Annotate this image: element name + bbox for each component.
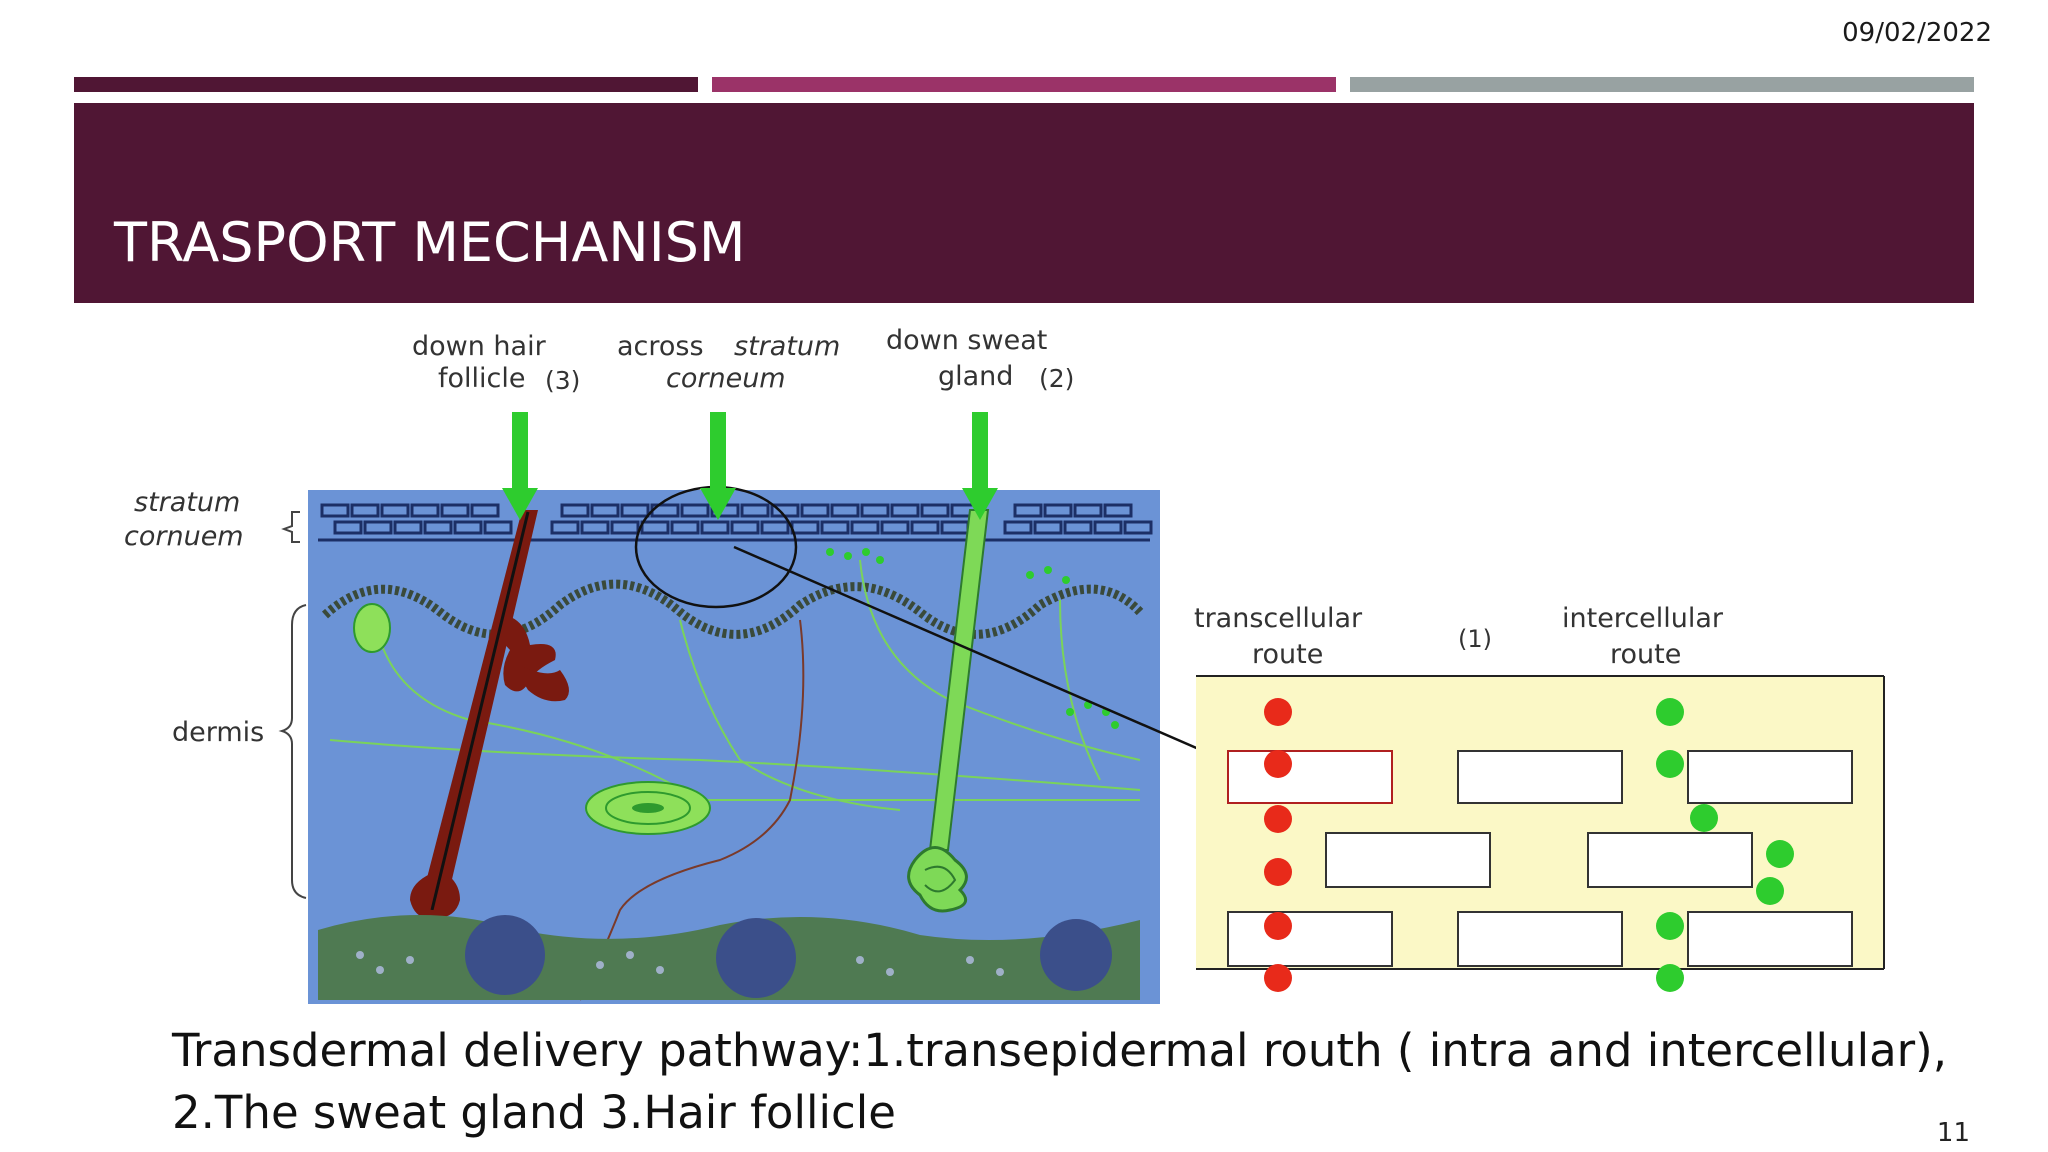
arrow-sweat-gland bbox=[962, 412, 998, 520]
svg-text:down sweat: down sweat bbox=[886, 325, 1047, 356]
arrow-hair-follicle bbox=[502, 412, 538, 520]
arrow-stratum-corneum bbox=[700, 412, 736, 520]
inset-cells bbox=[1227, 750, 1853, 967]
sweat-gland bbox=[907, 509, 990, 913]
slide-title: TRASPORT MECHANISM bbox=[114, 211, 746, 274]
inset-panel bbox=[1196, 675, 1885, 992]
subcutaneous-fat bbox=[318, 915, 1140, 1000]
nerve-fibers bbox=[329, 559, 1141, 811]
nerve-brown bbox=[579, 619, 805, 1001]
transcellular-molecules bbox=[1264, 698, 1292, 992]
svg-text:stratum: stratum bbox=[134, 487, 240, 518]
nerve-endings bbox=[826, 548, 1119, 729]
svg-text:cornuem: cornuem bbox=[124, 521, 244, 552]
accent-bar-1 bbox=[74, 77, 698, 92]
stratum-corneum-cells bbox=[318, 503, 1153, 542]
svg-text:route: route bbox=[1252, 639, 1323, 670]
brace-dermis bbox=[278, 604, 307, 899]
svg-text:across: across bbox=[617, 331, 704, 362]
slide-caption: Transdermal delivery pathway:1.transepid… bbox=[172, 1024, 1948, 1139]
accent-bar-2 bbox=[712, 77, 1336, 92]
label-stratum-cornuem: stratum cornuem bbox=[124, 487, 244, 552]
svg-text:corneum: corneum bbox=[666, 363, 786, 394]
intercellular-molecules bbox=[1656, 698, 1794, 992]
svg-text:down hair: down hair bbox=[412, 331, 547, 362]
svg-text:transcellular: transcellular bbox=[1194, 603, 1363, 634]
svg-text:(2): (2) bbox=[1039, 364, 1074, 393]
label-down-hair-follicle: down hair follicle (3) bbox=[412, 331, 580, 395]
hair-follicle bbox=[410, 510, 569, 961]
page-number: 11 bbox=[1936, 1118, 1970, 1148]
label-intercellular-route: intercellular route bbox=[1562, 603, 1724, 670]
svg-text:stratum: stratum bbox=[734, 331, 840, 362]
svg-text:follicle: follicle bbox=[438, 363, 526, 394]
svg-text:intercellular: intercellular bbox=[1562, 603, 1724, 634]
skin-cross-section bbox=[308, 485, 1160, 1004]
label-across-stratum-corneum: across stratum corneum bbox=[617, 331, 840, 394]
brace-stratum-corneum bbox=[281, 511, 300, 543]
label-transcellular-route: transcellular route bbox=[1194, 603, 1363, 670]
zoom-pointer-arrow bbox=[733, 545, 1226, 762]
pacinian-corpuscle bbox=[585, 781, 711, 835]
slide-date: 09/02/2022 bbox=[1842, 18, 1992, 48]
epidermal-junction bbox=[321, 579, 1144, 639]
label-dermis: dermis bbox=[172, 717, 264, 748]
svg-text:gland: gland bbox=[938, 361, 1013, 392]
svg-text:(3): (3) bbox=[545, 366, 580, 395]
merkel-receptor bbox=[353, 603, 391, 653]
title-band: TRASPORT MECHANISM bbox=[74, 103, 1974, 303]
svg-text:route: route bbox=[1610, 639, 1681, 670]
label-down-sweat-gland: down sweat gland (2) bbox=[886, 325, 1074, 393]
label-route-1: (1) bbox=[1458, 625, 1492, 653]
accent-bar-3 bbox=[1350, 77, 1974, 92]
